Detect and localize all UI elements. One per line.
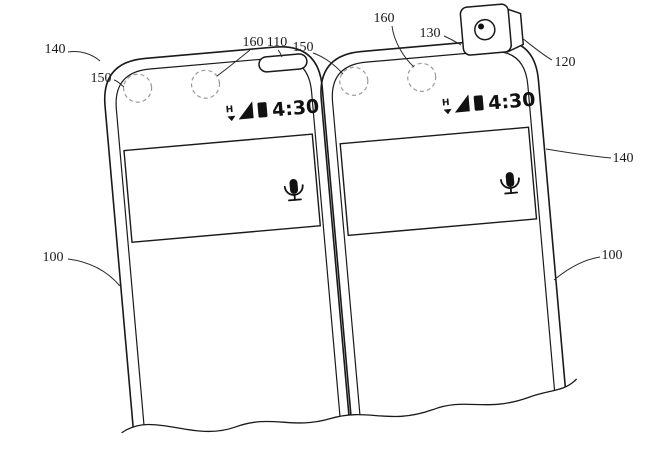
left-network-indicator: H [225, 105, 233, 116]
break-line [121, 378, 578, 434]
leader-140-right [545, 148, 612, 159]
left-network-arrow-icon [227, 115, 236, 122]
leader-160-left [216, 49, 251, 77]
left-search-box [123, 133, 322, 244]
right-status-time: 4:30 [487, 89, 536, 115]
ref-label-popup-camera: 130 [420, 26, 441, 41]
left-battery-icon [257, 102, 268, 118]
right-signal-icon [454, 94, 470, 113]
left-mic-icon [283, 178, 304, 202]
right-mic-icon [500, 172, 520, 195]
ref-label-right-camera-second: 160 [374, 11, 395, 26]
reference-labels: 140 150 160 110 150 160 130 120 140 100 … [43, 11, 634, 287]
right-phone-screen-edge [331, 50, 558, 435]
left-speaker-grille [258, 53, 308, 73]
ref-label-popup-camera-side: 120 [555, 55, 576, 70]
ref-label-left-camera-second: 160 [243, 35, 264, 50]
right-second-camera-icon [407, 62, 437, 92]
right-network-indicator: H [442, 98, 450, 109]
ref-label-left-body: 100 [43, 250, 64, 265]
left-phone-screen-edge [115, 57, 343, 450]
leader-110 [277, 49, 283, 58]
ref-label-right-body: 100 [602, 248, 623, 263]
left-phone: H 4:30 [103, 46, 354, 450]
right-phone: H 4:30 [320, 3, 569, 436]
leader-140-left [67, 51, 101, 62]
right-battery-icon [473, 95, 484, 111]
popup-camera-lens-dot [478, 23, 485, 30]
phones-group: H 4:30 [103, 3, 583, 450]
left-phone-outer-frame [103, 46, 354, 450]
ref-label-left-speaker: 110 [267, 35, 287, 50]
leader-150-right [312, 52, 344, 75]
ref-label-right-frame: 140 [613, 151, 634, 166]
left-signal-icon [238, 101, 254, 120]
right-search-box [339, 126, 538, 237]
leader-100-left [67, 258, 121, 287]
right-search-widget [339, 126, 538, 237]
right-phone-outer-frame [320, 39, 569, 436]
leader-160-right [391, 25, 415, 68]
left-status-bar: H 4:30 [225, 95, 320, 122]
left-status-time: 4:30 [271, 95, 320, 121]
popup-camera-lens-icon [474, 18, 496, 41]
ref-label-right-camera-front: 150 [293, 40, 314, 55]
right-front-camera-icon [339, 66, 369, 96]
ref-label-left-camera-front: 150 [91, 71, 112, 86]
right-status-bar: H 4:30 [442, 89, 537, 115]
left-search-widget [123, 133, 322, 244]
leader-120 [521, 37, 553, 61]
ref-label-left-frame: 140 [45, 42, 66, 57]
right-network-arrow-icon [443, 108, 452, 115]
popup-camera-module [459, 3, 525, 56]
left-second-camera-icon [190, 69, 221, 99]
leader-150-left [113, 79, 125, 88]
left-front-camera-icon [122, 73, 153, 103]
leader-100-right [553, 256, 601, 281]
leader-130 [443, 35, 462, 46]
